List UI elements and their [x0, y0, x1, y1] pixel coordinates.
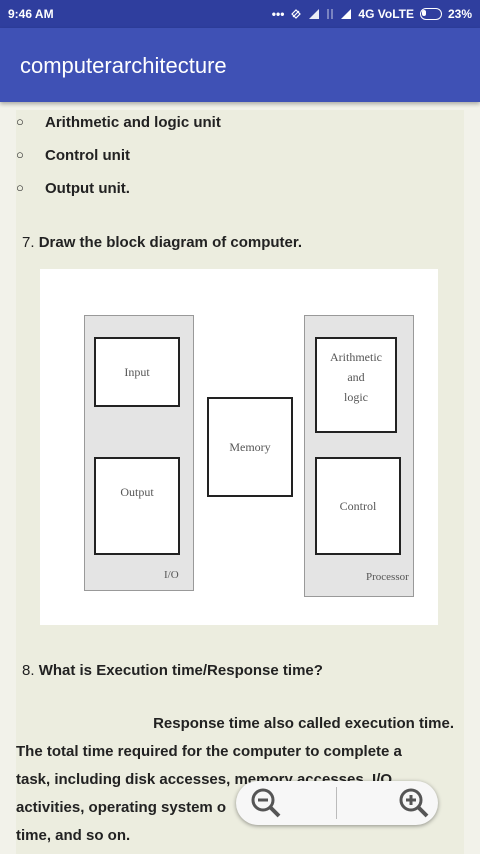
answer-line: Response time also called execution time…	[153, 715, 454, 732]
zoom-in-icon[interactable]	[398, 787, 430, 819]
io-label: I/O	[164, 569, 179, 581]
control-label: Control	[339, 499, 377, 513]
status-time: 9:46 AM	[8, 7, 54, 21]
data-icon	[327, 9, 334, 19]
processor-label: Processor	[366, 571, 409, 583]
input-label: Input	[124, 365, 150, 379]
zoom-divider	[336, 787, 337, 819]
memory-label: Memory	[229, 440, 271, 454]
memory-block: Memory	[207, 397, 293, 497]
status-bar: 9:46 AM ••• 4G VoLTE 23%	[0, 0, 480, 28]
status-icons: ••• 4G VoLTE 23%	[272, 7, 472, 21]
battery-percent: 23%	[447, 7, 472, 21]
output-label: Output	[120, 485, 154, 499]
zoom-out-icon[interactable]	[250, 787, 282, 819]
app-bar: computerarchitecture	[0, 28, 480, 102]
list-item-text: Control unit	[45, 147, 130, 164]
zoom-control	[236, 781, 438, 825]
app-title: computerarchitecture	[20, 53, 227, 78]
question-heading: 8. What is Execution time/Response time?	[22, 662, 323, 679]
answer-line: The total time required for the computer…	[16, 743, 402, 760]
alu-label-line: logic	[344, 390, 368, 404]
alu-label-line: and	[347, 370, 365, 384]
bullet-icon: ○	[16, 114, 24, 129]
question-heading: 7. Draw the block diagram of computer.	[22, 234, 302, 251]
question-number: 8.	[22, 662, 39, 679]
alu-block: Arithmetic and logic	[315, 337, 397, 433]
question-text: Draw the block diagram of computer.	[38, 234, 303, 251]
alu-label-line: Arithmetic	[330, 350, 382, 364]
question-text: What is Execution time/Response time?	[38, 662, 323, 679]
page-content[interactable]: ○ Arithmetic and logic unit ○ Control un…	[16, 110, 464, 854]
input-block: Input	[94, 337, 180, 407]
battery-icon	[419, 8, 442, 20]
mute-icon	[291, 9, 302, 19]
answer-line: time, and so on.	[16, 827, 131, 844]
network-label: 4G VoLTE	[358, 7, 414, 21]
output-block: Output	[94, 457, 180, 555]
block-diagram: Input Output I/O Memory Arithmetic and l…	[40, 269, 438, 625]
control-block: Control	[315, 457, 401, 555]
signal-icon	[341, 9, 352, 19]
list-item-text: Output unit.	[45, 180, 130, 197]
bullet-icon: ○	[16, 180, 24, 195]
answer-line: activities, operating system o	[16, 799, 227, 816]
more-dots-icon: •••	[271, 7, 285, 21]
bullet-icon: ○	[16, 147, 24, 162]
question-number: 7.	[22, 234, 39, 251]
signal-icon	[309, 9, 320, 19]
list-item-text: Arithmetic and logic unit	[45, 114, 221, 131]
